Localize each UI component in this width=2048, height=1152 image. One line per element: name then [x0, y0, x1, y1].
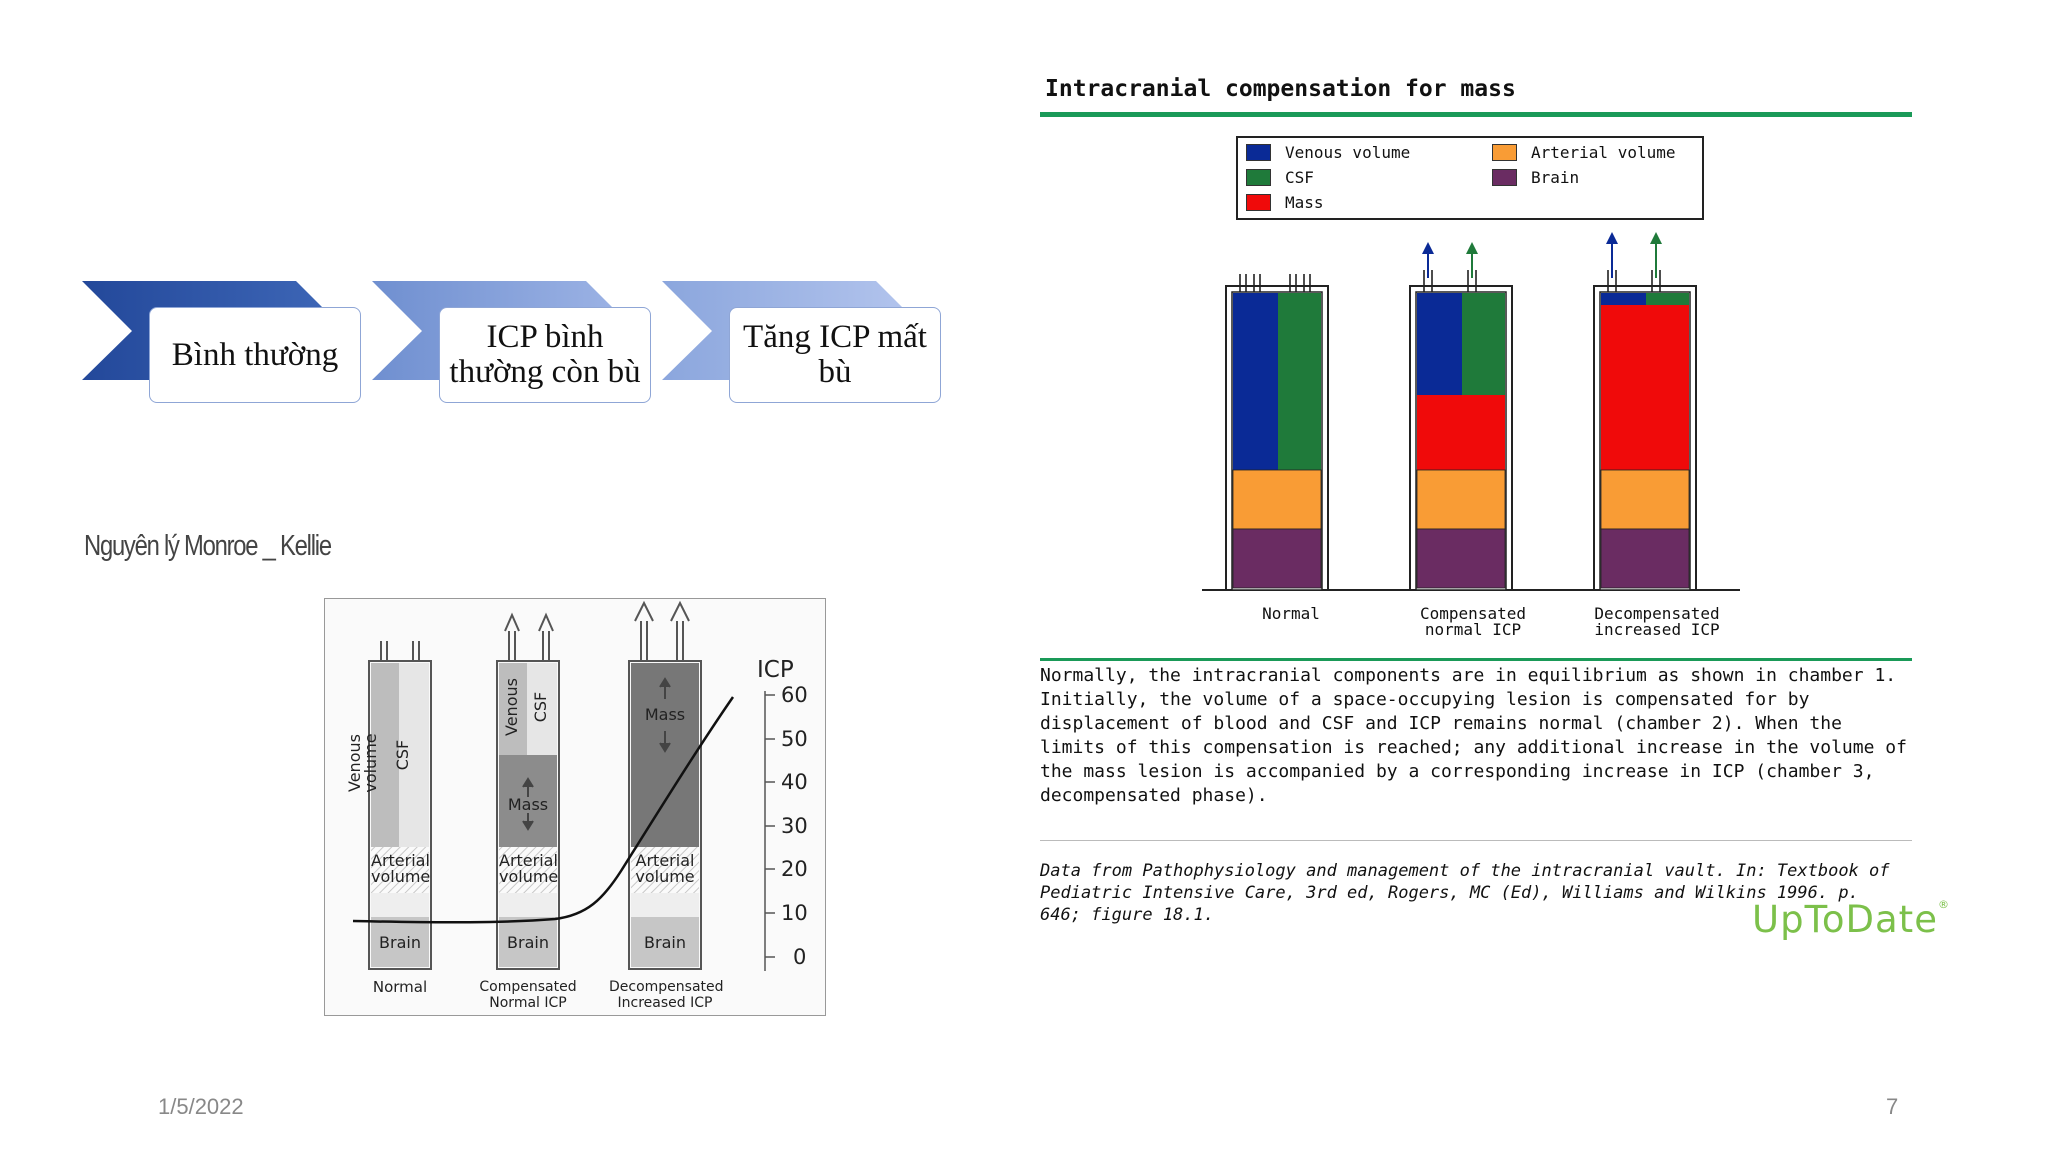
- bw-figure-drawing: [352, 600, 775, 971]
- uptodate-registered-mark: ®: [1937, 898, 1950, 911]
- bw-label-arterial-3: Arterial volume: [635, 851, 695, 886]
- legend-swatch-csf: [1246, 169, 1271, 186]
- bw-arterial-1: [371, 847, 429, 893]
- citation-rule: [1040, 840, 1912, 841]
- bw-chamber-label-1: Normal: [372, 978, 428, 996]
- caption-rule: [1040, 658, 1912, 661]
- color-chamber-label-3: Decompensated increased ICP: [1594, 604, 1720, 639]
- color-chamber-1: [1225, 274, 1329, 591]
- color-chamber-2: [1409, 242, 1513, 591]
- legend-swatch-mass: [1246, 194, 1271, 211]
- step-label-1: Bình thường: [171, 336, 339, 373]
- legend-item-brain: Brain: [1492, 168, 1579, 187]
- bw-label-mass-2: Mass: [507, 795, 549, 814]
- color-chamber-label-1: Normal: [1262, 604, 1320, 623]
- bw-label-venous-2: Venous: [502, 678, 521, 736]
- right-figure-title: Intracranial compensation for mass: [1045, 76, 1516, 102]
- bw-arterial-3: [631, 847, 699, 893]
- bw-brain-2: [499, 917, 557, 967]
- bw-icp-tick-30: 30: [781, 814, 808, 838]
- color-chamber-label-2: Compensated normal ICP: [1420, 604, 1526, 639]
- uptodate-logo: UpToDate®: [1752, 898, 1950, 941]
- legend-item-csf: CSF: [1246, 168, 1314, 187]
- bw-icp-tick-20: 20: [781, 857, 808, 881]
- uptodate-logo-text: UpToDate: [1752, 898, 1938, 941]
- monroe-kellie-title: Nguyên lý Monroe _ Kellie: [84, 530, 332, 562]
- bw-mass-2: [499, 755, 557, 847]
- bw-chamber-2-wall: [496, 660, 560, 970]
- bw-label-csf-2: CSF: [531, 691, 550, 723]
- legend-swatch-arterial: [1492, 144, 1517, 161]
- bw-label-mass-3: Mass: [644, 705, 686, 724]
- step-label-2: ICP bình thường còn bù: [449, 319, 641, 390]
- bw-csf-1: [399, 663, 429, 847]
- bw-venous-1: [371, 663, 399, 847]
- bw-icp-tick-0: 0: [793, 945, 807, 969]
- figure-citation: Data from Pathophysiology and management…: [1040, 861, 1890, 925]
- bw-chamber-label-2: Compensated Normal ICP: [479, 979, 577, 1011]
- bw-icp-label: ICP: [757, 657, 794, 683]
- legend-item-arterial: Arterial volume: [1492, 143, 1676, 162]
- bw-chamber-label-3: Decompensated Increased ICP: [609, 979, 724, 1011]
- legend-item-mass: Mass: [1246, 193, 1324, 212]
- bw-icp-tick-10: 10: [781, 901, 808, 925]
- footer-date: 1/5/2022: [158, 1094, 244, 1119]
- bw-figure: Venous volume CSF Arterial volume Brain …: [324, 598, 826, 1016]
- step-box-2: ICP bình thường còn bù: [439, 307, 651, 403]
- legend-swatch-brain: [1492, 169, 1517, 186]
- bw-icp-tick-60: 60: [781, 683, 808, 707]
- legend-swatch-venous: [1246, 144, 1271, 161]
- bw-label-csf-1: CSF: [393, 739, 412, 771]
- bw-venous-2: [499, 663, 527, 755]
- color-chamber-3: [1593, 232, 1697, 591]
- bw-chamber-3-wall: [628, 660, 702, 970]
- step-box-1: Bình thường: [149, 307, 361, 403]
- step-box-3: Tăng ICP mất bù: [729, 307, 941, 403]
- footer-page-number: 7: [1886, 1094, 1899, 1119]
- bw-label-arterial-1: Arterial volume: [371, 851, 431, 886]
- bw-label-brain-2: Brain: [507, 933, 549, 952]
- figure-caption: Normally, the intracranial components ar…: [1040, 665, 1907, 806]
- color-chambers-diagram: [1202, 232, 1740, 591]
- bw-icp-tick-40: 40: [781, 770, 808, 794]
- legend: Venous volume CSF Mass Arterial volume B…: [1236, 136, 1704, 220]
- bw-label-brain-3: Brain: [644, 933, 686, 952]
- bw-csf-2: [527, 663, 557, 755]
- bw-label-brain-1: Brain: [379, 933, 421, 952]
- bw-label-arterial-2: Arterial volume: [499, 851, 559, 886]
- bw-arterial-2: [499, 847, 557, 893]
- bw-brain-3: [631, 917, 699, 967]
- bw-label-venous-volume: Venous volume: [345, 733, 380, 793]
- step-label-3: Tăng ICP mất bù: [743, 319, 927, 390]
- bw-icp-tick-50: 50: [781, 727, 808, 751]
- bw-icp-curve: [352, 696, 735, 924]
- bw-brain-1: [371, 917, 429, 967]
- legend-item-venous: Venous volume: [1246, 143, 1410, 162]
- title-rule: [1040, 112, 1912, 117]
